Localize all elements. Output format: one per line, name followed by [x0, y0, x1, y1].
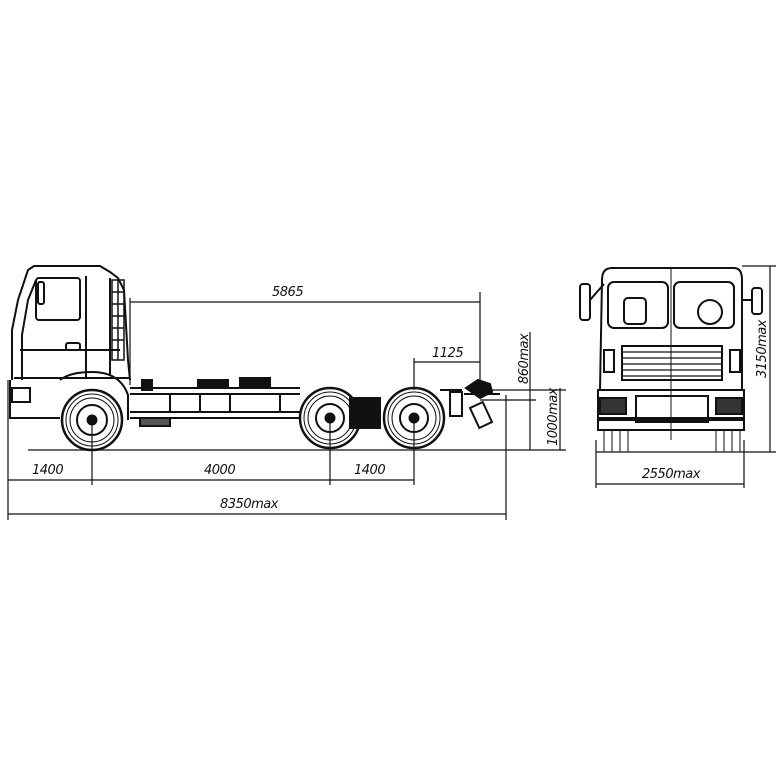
cab-side	[9, 265, 131, 420]
dim-wheelbase: 4000	[204, 463, 235, 478]
dim-overall-width: 2550max	[642, 467, 701, 482]
dim-frame-length: 5865	[272, 285, 303, 300]
dim-rear-overhang: 1125	[432, 346, 463, 361]
front-view: 3150max 2550max	[579, 265, 776, 488]
dim-coupling-height: 1000max	[546, 387, 561, 446]
dim-overall-length: 8350max	[220, 497, 279, 512]
chassis-frame	[130, 377, 463, 429]
tow-hitch	[464, 378, 500, 430]
dim-front-overhang: 1400	[32, 463, 63, 478]
dim-overall-height: 3150max	[755, 319, 770, 378]
dim-axle-spacing: 1400	[354, 463, 385, 478]
dim-frame-height: 860max	[517, 333, 532, 384]
side-view: 5865 1125 1400 4000 1400 8350max 860max …	[7, 265, 566, 520]
